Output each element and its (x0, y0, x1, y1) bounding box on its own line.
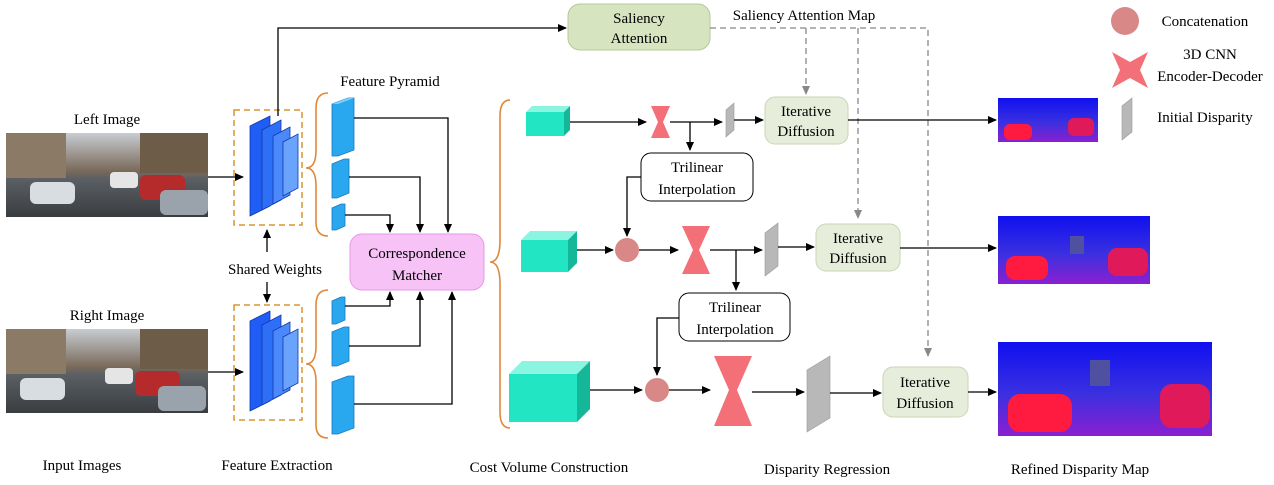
trilinear-interpolation-2 (678, 292, 791, 342)
legend-disparity-icon (1121, 97, 1133, 141)
pyramid-features-top (331, 97, 355, 231)
cost-volume-medium (521, 231, 577, 272)
cost-volume-large (509, 361, 590, 422)
left-image (6, 133, 208, 217)
saliency-map-label: Saliency Attention Map (733, 8, 875, 24)
cost-volume-brace (489, 99, 511, 429)
trilinear-interpolation-1-label-2: Interpolation (658, 182, 736, 198)
trilinear-interpolation-1-label-1: Trilinear (671, 160, 723, 176)
legend-concatenation: Concatenation (1162, 14, 1249, 30)
concatenation-node-1 (615, 238, 639, 262)
iterative-diffusion-3-label-1: Iterative (900, 375, 950, 391)
correspondence-matcher (349, 233, 485, 291)
stage-input-images: Input Images (43, 458, 122, 474)
saliency-dashed-links (710, 27, 932, 357)
cnn-medium (682, 226, 710, 274)
feature-pyramid-label: Feature Pyramid (340, 74, 440, 90)
cost-volume-small (526, 106, 570, 136)
legend-cnn-line-1: 3D CNN (1183, 47, 1237, 63)
correspondence-matcher-label-2: Matcher (392, 268, 442, 284)
correspondence-matcher-label-1: Correspondence (368, 246, 466, 262)
refined-disparity-medium (998, 216, 1150, 284)
stage-cost-volume: Cost Volume Construction (470, 460, 629, 476)
pyramid-features-bottom (331, 296, 355, 435)
cnn-large (714, 356, 752, 426)
disparity-medium (764, 222, 779, 277)
legend-cnn-line-2: Encoder-Decoder (1157, 69, 1262, 85)
disparity-large (806, 355, 831, 433)
feature-extractor-bottom-box (233, 304, 303, 421)
stage-disparity-regression: Disparity Regression (764, 462, 891, 478)
left-image-label: Left Image (74, 112, 141, 128)
pyramid-brace-top (305, 92, 329, 237)
iterative-diffusion-2-label-2: Diffusion (829, 251, 887, 267)
trilinear-interpolation-2-label-2: Interpolation (696, 322, 774, 338)
refined-disparity-small (998, 98, 1098, 142)
saliency-attention-label-1: Saliency (613, 11, 665, 27)
concatenation-node-2 (645, 378, 669, 402)
trilinear-interpolation-2-label-1: Trilinear (709, 300, 761, 316)
legend-concatenation-icon (1111, 7, 1139, 35)
legend-cnn-icon (1112, 52, 1148, 88)
stage-refined-disparity: Refined Disparity Map (1011, 462, 1149, 478)
stage-feature-extraction: Feature Extraction (221, 458, 333, 474)
iterative-diffusion-1-label-2: Diffusion (777, 124, 835, 140)
feature-extractor-bottom (249, 310, 299, 412)
iterative-diffusion-3-label-2: Diffusion (896, 396, 954, 412)
feature-extractor-top (249, 115, 299, 217)
right-image-label: Right Image (70, 308, 145, 324)
feature-extractor-top-box (233, 109, 303, 226)
disparity-small (725, 102, 735, 138)
right-image (6, 329, 208, 413)
saliency-attention (567, 3, 711, 51)
pyramid-brace-bottom (305, 289, 329, 439)
cnn-small (651, 106, 670, 138)
saliency-attention-label-2: Attention (611, 31, 668, 47)
shared-weights-label: Shared Weights (228, 262, 322, 278)
iterative-diffusion-1-label-1: Iterative (781, 104, 831, 120)
refined-disparity-large (998, 342, 1212, 436)
iterative-diffusion-2-label-1: Iterative (833, 231, 883, 247)
legend-initial-disparity: Initial Disparity (1157, 110, 1253, 126)
